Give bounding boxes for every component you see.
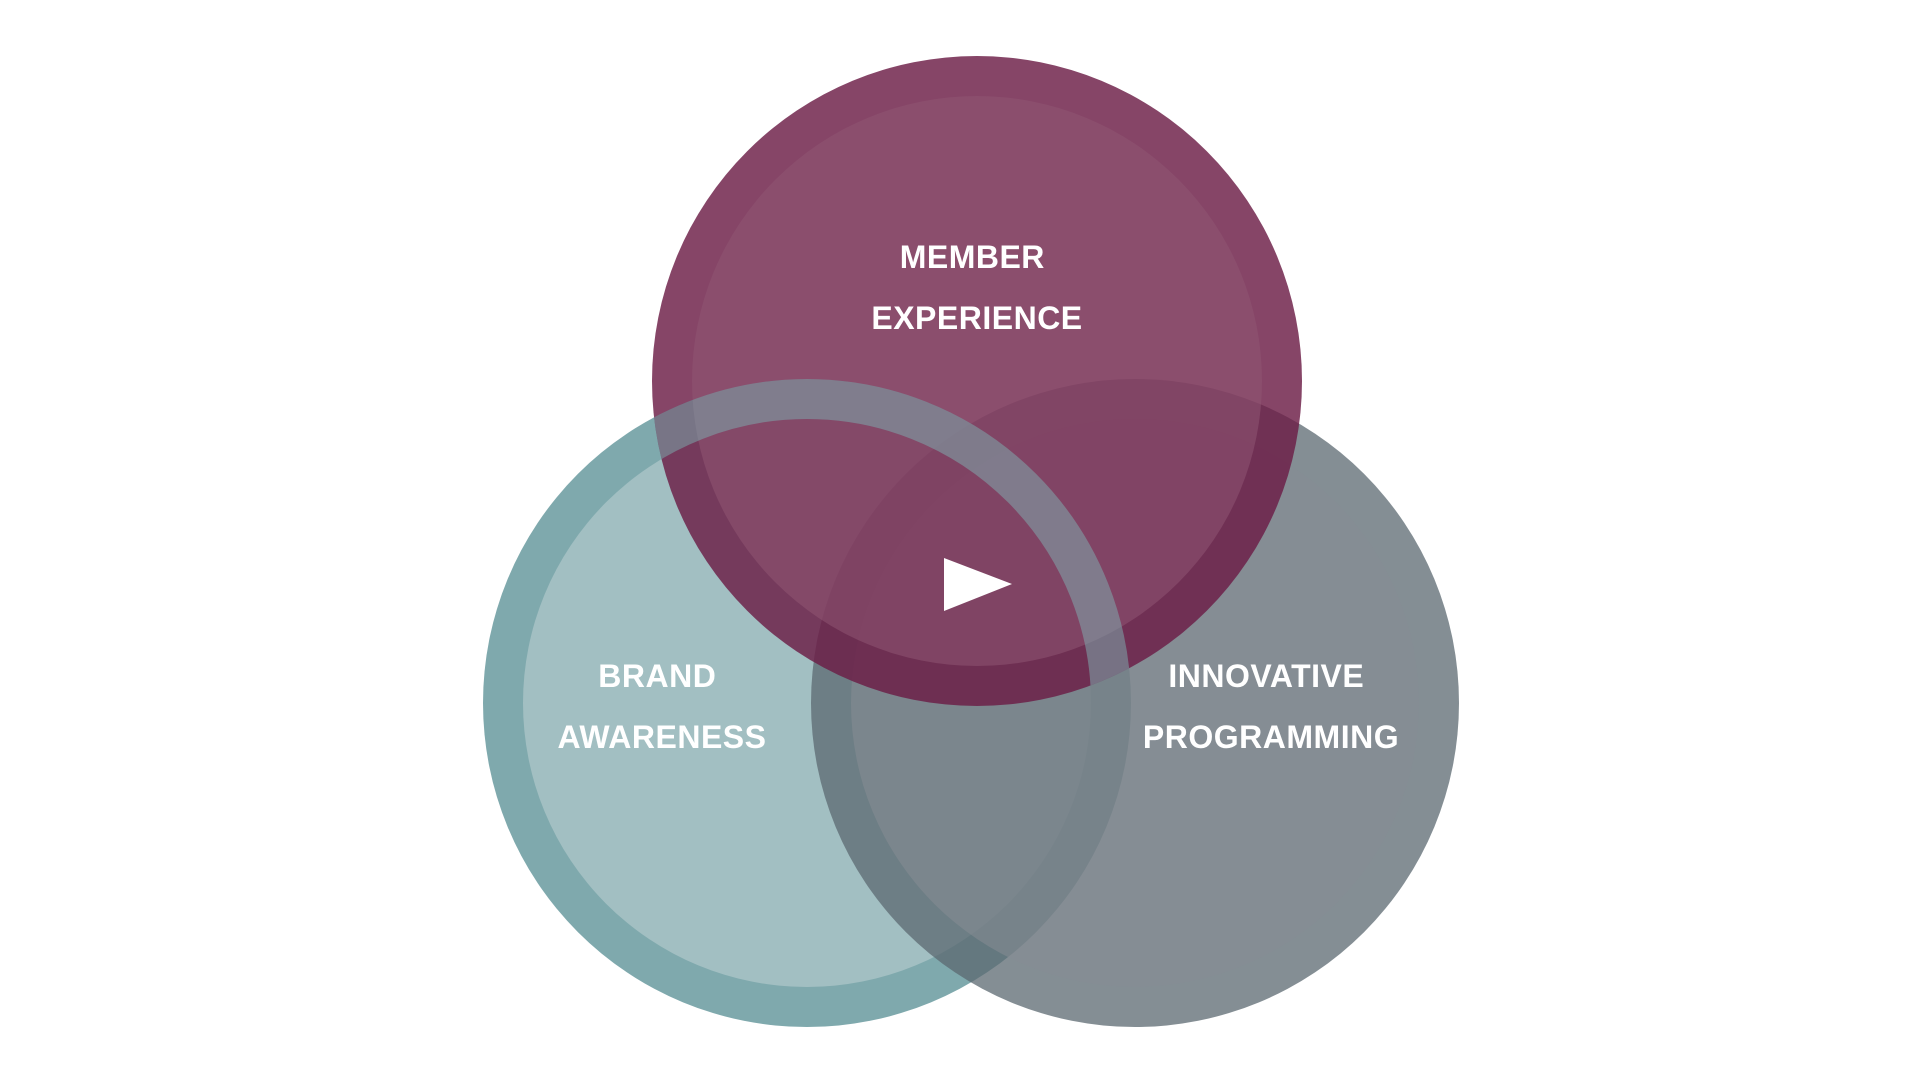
play-button[interactable]: [930, 545, 1020, 625]
brand-awareness-label: BRAND AWARENESS: [558, 658, 767, 755]
brand-awareness-label-line-1: BRAND: [598, 658, 716, 694]
brand-awareness-label-line-2: AWARENESS: [558, 719, 767, 755]
innovative-programming-label-line-2: PROGRAMMING: [1143, 719, 1399, 755]
member-experience-label-line-1: MEMBER: [900, 239, 1045, 275]
innovative-programming-label: INNOVATIVE PROGRAMMING: [1143, 658, 1399, 755]
member-experience-fill: [692, 96, 1262, 666]
member-experience-label: MEMBER EXPERIENCE: [871, 239, 1082, 336]
innovative-programming-label-line-1: INNOVATIVE: [1168, 658, 1364, 694]
member-experience-label-line-2: EXPERIENCE: [871, 300, 1082, 336]
play-icon[interactable]: [944, 558, 1012, 611]
circle-member-experience: [652, 56, 1302, 706]
